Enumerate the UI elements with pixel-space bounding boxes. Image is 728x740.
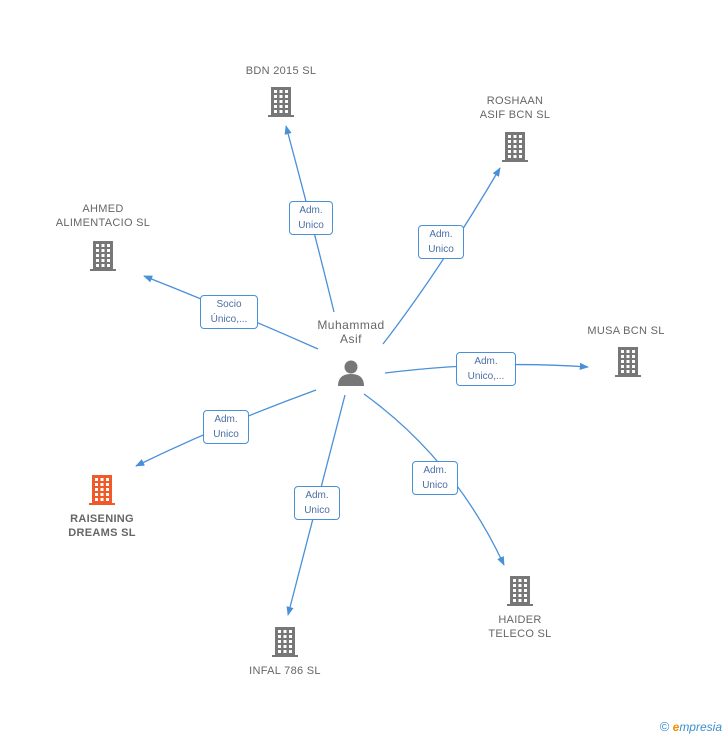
relation-label-ahmed[interactable]: Socio Único,...	[200, 295, 258, 329]
building-icon-musa[interactable]	[615, 347, 641, 377]
center-person-name[interactable]: Muhammad Asif	[317, 318, 385, 346]
company-name-bdn[interactable]: BDN 2015 SL	[245, 65, 317, 77]
company-name-infal[interactable]: INFAL 786 SL	[249, 665, 321, 677]
company-name-raisening[interactable]: RAISENING DREAMS SL	[68, 513, 136, 539]
building-icon-bdn[interactable]	[268, 87, 294, 117]
relation-label-raisening[interactable]: Adm. Unico	[203, 410, 249, 444]
company-name-musa[interactable]: MUSA BCN SL	[587, 325, 665, 337]
building-icon-raisening[interactable]	[89, 475, 115, 505]
company-name-roshaan[interactable]: ROSHAAN ASIF BCN SL	[479, 95, 551, 121]
person-icon[interactable]	[338, 360, 364, 387]
relation-label-infal[interactable]: Adm. Unico	[294, 486, 340, 520]
brand-name: mpresia	[679, 720, 722, 734]
building-icon-haider[interactable]	[507, 576, 533, 606]
relation-label-haider[interactable]: Adm. Unico	[412, 461, 458, 495]
building-icon-roshaan[interactable]	[502, 132, 528, 162]
copyright-icon: ©	[659, 719, 670, 734]
brand-initial: e	[672, 720, 680, 734]
building-icon-infal[interactable]	[272, 627, 298, 657]
company-name-haider[interactable]: HAIDER TELECO SL	[488, 614, 552, 640]
edge-roshaan	[382, 167, 501, 345]
company-name-ahmed[interactable]: AHMED ALIMENTACIO SL	[55, 203, 151, 229]
empresia-credit: © empresia	[660, 719, 722, 734]
building-icon-ahmed[interactable]	[90, 241, 116, 271]
relation-label-musa[interactable]: Adm. Unico,...	[456, 352, 516, 386]
relation-label-roshaan[interactable]: Adm. Unico	[418, 225, 464, 259]
relation-label-bdn[interactable]: Adm. Unico	[289, 201, 333, 235]
